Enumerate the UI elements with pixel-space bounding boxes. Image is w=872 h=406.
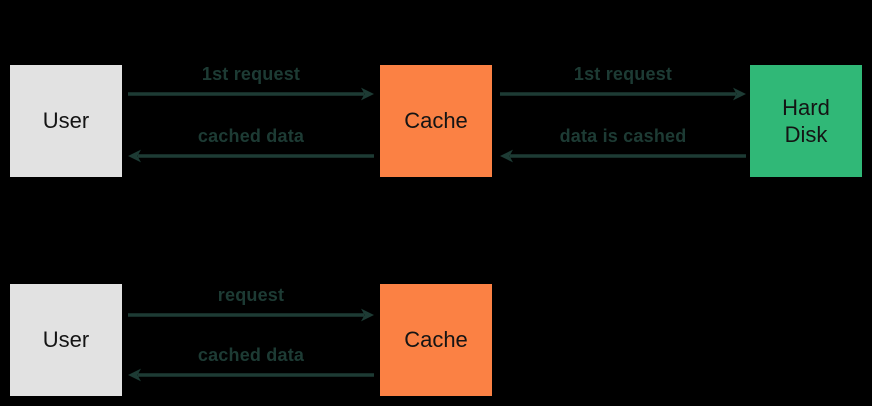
cache-box-subsequent-request: Cache — [380, 284, 492, 396]
arrow-label-data-is-cashed: data is cashed — [559, 126, 687, 146]
right-arrow-icon — [500, 87, 746, 101]
cache-box-label: Cache — [404, 108, 468, 134]
user-box-label: User — [42, 327, 90, 353]
cache-box-label: Cache — [404, 327, 468, 353]
user-box-subsequent-request: User — [10, 284, 122, 396]
arrow-cache-to-user-subsequent: cached data — [126, 344, 376, 384]
cache-box-first-request: Cache — [380, 65, 492, 177]
arrow-label-first-request: 1st request — [201, 64, 301, 84]
arrow-label-cached-data: cached data — [197, 126, 305, 146]
right-arrow-icon — [128, 87, 374, 101]
hard-disk-box: Hard Disk — [750, 65, 862, 177]
left-arrow-icon — [500, 149, 746, 163]
left-arrow-icon — [128, 368, 374, 382]
arrow-disk-to-cache: data is cashed — [498, 125, 748, 165]
hard-disk-box-label: Hard Disk — [782, 94, 830, 148]
arrow-label-request: request — [217, 285, 285, 305]
user-box-first-request: User — [10, 65, 122, 177]
arrow-user-to-cache-subsequent: request — [126, 284, 376, 324]
arrow-user-to-cache-first: 1st request — [126, 63, 376, 103]
arrow-cache-to-disk: 1st request — [498, 63, 748, 103]
user-box-label: User — [42, 108, 90, 134]
arrow-cache-to-user-first: cached data — [126, 125, 376, 165]
arrow-label-first-request-disk: 1st request — [573, 64, 673, 84]
right-arrow-icon — [128, 308, 374, 322]
arrow-label-cached-data: cached data — [197, 345, 305, 365]
left-arrow-icon — [128, 149, 374, 163]
